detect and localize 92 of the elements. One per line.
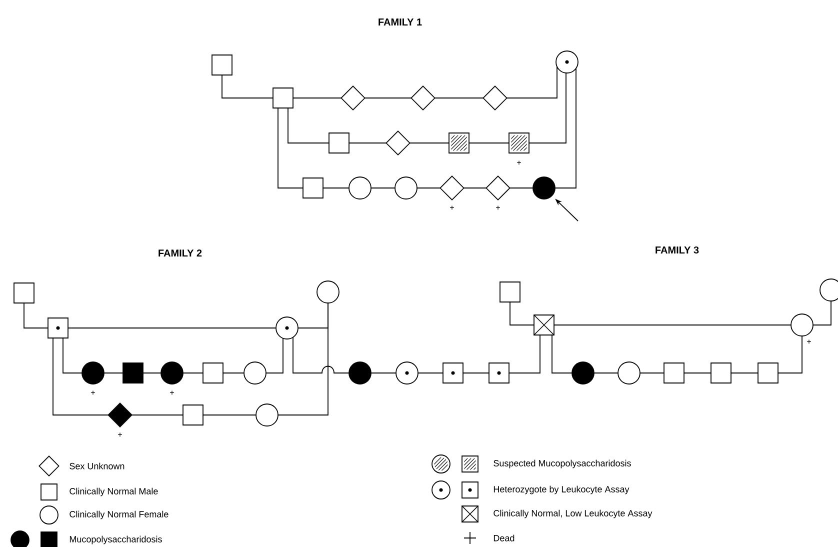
- legend-label: Heterozygote by Leukocyte Assay: [494, 486, 630, 494]
- diamond-symbol: [482, 86, 508, 110]
- pedigree-line: [468, 142, 510, 144]
- diamond-symbol: [340, 86, 366, 110]
- pedigree-line: [594, 372, 618, 374]
- circle-symbol: [556, 50, 578, 74]
- legend-label: Clinically Normal, Low Leukocyte Assay: [494, 510, 652, 518]
- circle-symbol: [396, 362, 418, 384]
- diamond-symbol: [386, 130, 410, 156]
- square-symbol: [534, 314, 554, 336]
- square-symbol: [14, 282, 34, 304]
- pedigree-line: [684, 372, 712, 374]
- pedigree-line: [202, 414, 256, 416]
- pedigree-line: [418, 372, 444, 374]
- diamond-symbol: [486, 176, 510, 200]
- dead-mark: +: [496, 206, 500, 210]
- diamond-symbol: [410, 86, 436, 110]
- square-symbol: [122, 362, 144, 384]
- diamond-symbol: [108, 402, 132, 428]
- square-symbol: [302, 178, 324, 198]
- circle-symbol: [82, 362, 104, 384]
- circle-symbol: [348, 362, 372, 384]
- pedigree-line: [278, 108, 304, 188]
- pedigree-line: [370, 372, 396, 374]
- pedigree-line: [462, 372, 490, 374]
- dead-mark: +: [91, 390, 95, 395]
- pedigree-line: [348, 142, 386, 144]
- dead-mark: +: [517, 160, 521, 165]
- square-symbol: [442, 362, 464, 384]
- pedigree-line: [778, 336, 802, 374]
- diamond-symbol: [440, 176, 464, 200]
- dead-mark: +: [170, 390, 174, 395]
- pedigree-line: [730, 372, 758, 374]
- pedigree-line: [292, 336, 350, 374]
- pedigree-line: [554, 324, 792, 326]
- family-title: FAMILY 2: [158, 250, 202, 256]
- pedigree-line: [104, 372, 124, 374]
- family-title: FAMILY 1: [378, 18, 422, 26]
- square-symbol: [500, 282, 520, 302]
- square-symbol: [48, 318, 68, 338]
- circle-symbol: [532, 176, 556, 200]
- dead-mark: +: [450, 206, 454, 210]
- circle-symbol: [276, 316, 298, 340]
- circle-symbol: [244, 362, 266, 384]
- pedigree-line: [132, 414, 184, 416]
- pedigree-line: [288, 108, 330, 144]
- pedigree-line: [510, 302, 534, 326]
- legend-label: Sex Unknown: [70, 462, 124, 470]
- square-symbol: [448, 132, 470, 154]
- pedigree-line: [508, 334, 540, 374]
- pedigree-line: [222, 74, 274, 98]
- pedigree-line: [24, 302, 48, 328]
- circle-symbol: [618, 362, 640, 384]
- legend-label: Clinically Normal Female: [70, 510, 168, 520]
- circle-symbol: [572, 362, 594, 384]
- pedigree-line: [640, 372, 664, 374]
- pedigree-line: [62, 338, 82, 374]
- circle-symbol: [348, 176, 372, 200]
- circle-symbol: [256, 404, 278, 426]
- square-symbol: [508, 132, 530, 154]
- pedigree-line: [278, 302, 328, 416]
- pedigree-line: [812, 300, 832, 326]
- pedigree-line: [410, 142, 450, 144]
- legend-label: Dead: [494, 534, 514, 542]
- square-symbol: [182, 404, 204, 426]
- square-symbol: [202, 362, 224, 384]
- pedigree-line: [552, 334, 572, 374]
- legend-label: Clinically Normal Male: [70, 488, 158, 496]
- pedigree-line: [266, 338, 284, 374]
- circle-symbol: [394, 176, 418, 200]
- circle-symbol: [790, 314, 814, 336]
- dead-mark: +: [118, 432, 122, 437]
- pedigree-line: [528, 72, 566, 144]
- square-symbol: [272, 88, 294, 108]
- square-symbol: [758, 362, 778, 384]
- pedigree-line: [52, 338, 108, 416]
- dead-mark: +: [807, 340, 811, 344]
- pedigree-line: [222, 372, 244, 374]
- circle-symbol: [160, 362, 184, 384]
- square-symbol: [328, 132, 350, 154]
- pedigree-line: [142, 372, 162, 374]
- family-title: FAMILY 3: [656, 246, 699, 254]
- legend-label: Suspected Mucopolysaccharidosis: [494, 460, 631, 468]
- square-symbol: [664, 362, 684, 384]
- square-symbol: [488, 362, 510, 384]
- pedigree-line: [182, 372, 204, 374]
- square-symbol: [710, 362, 732, 384]
- pedigree-line: [506, 66, 558, 98]
- circle-symbol: [316, 280, 340, 304]
- legend-label: Mucopolysaccharidosis: [70, 536, 162, 544]
- square-symbol: [212, 54, 232, 76]
- pedigree-line: [554, 68, 576, 188]
